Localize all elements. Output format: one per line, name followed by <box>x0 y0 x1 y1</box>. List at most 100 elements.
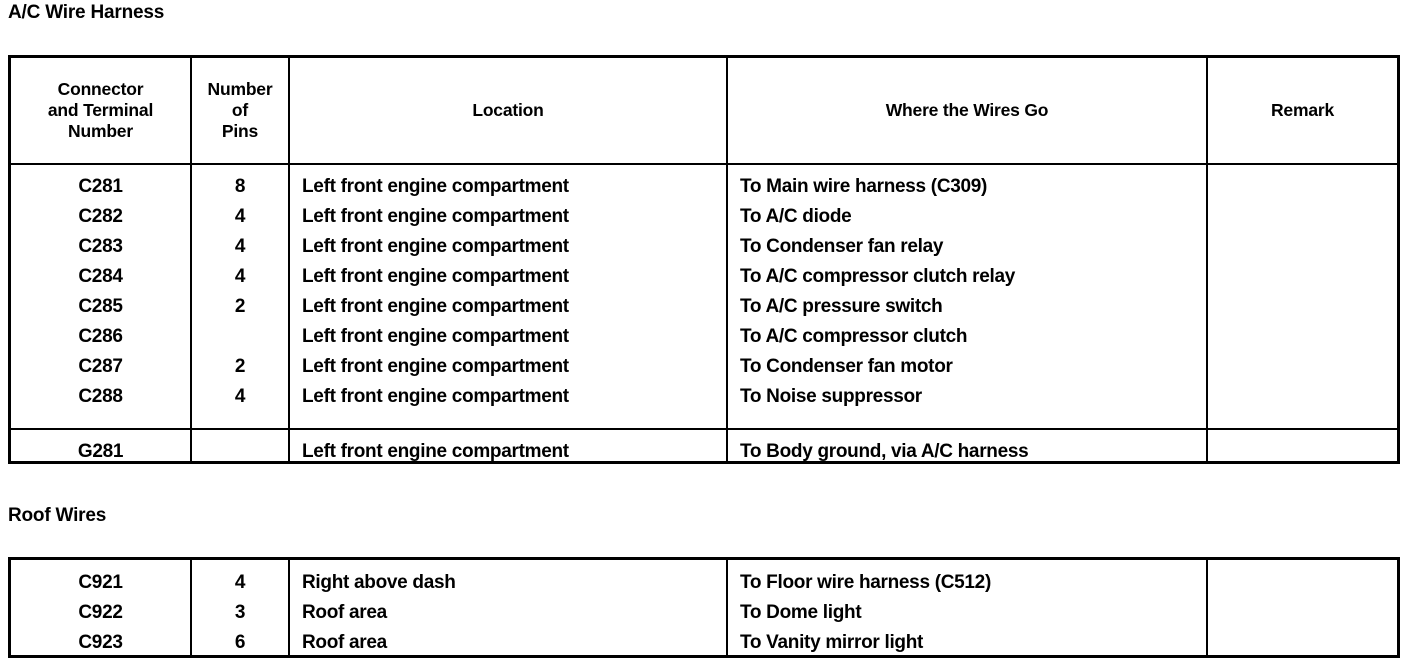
column-header-remark: Remark <box>1270 100 1334 120</box>
ground-row-connector-number: G281 <box>11 437 190 467</box>
cell-connector-number: C922 <box>78 602 123 623</box>
column-divider-pins <box>288 58 290 461</box>
cell-where-the-wires-go: To Vanity mirror light <box>740 632 924 653</box>
column-header-connector-line3: Number <box>68 121 133 141</box>
column-header-pins-line1: Number <box>207 79 273 99</box>
cell-location: Right above dash <box>302 572 456 593</box>
cell-where-the-wires-go: To A/C compressor clutch relay <box>740 266 1016 287</box>
cell-connector-number: C921 <box>78 572 123 593</box>
cell-remark <box>1218 322 1397 352</box>
cell-connector-number: C281 <box>78 176 123 197</box>
column-divider-connector <box>190 58 192 461</box>
cell-location: Left front engine compartment <box>302 356 569 377</box>
cell-connector-number: C288 <box>78 386 123 407</box>
cell-connector-number: C283 <box>78 236 123 257</box>
ground-row-remark <box>1218 437 1397 467</box>
cell-remark <box>1218 352 1397 382</box>
cell-where-the-wires-go: To Condenser fan motor <box>740 356 953 377</box>
cell-connector-number: C285 <box>78 296 123 317</box>
cell-number-of-pins <box>192 437 288 467</box>
cell-where-the-wires-go: To Condenser fan relay <box>740 236 944 257</box>
cell-where-the-wires-go: To A/C diode <box>740 206 852 227</box>
cell-connector-number: C286 <box>78 326 123 347</box>
cell-remark <box>1218 628 1397 658</box>
cell-location: Left front engine compartment <box>302 441 569 462</box>
header-separator <box>11 163 1397 165</box>
cell-where-the-wires-go: To A/C compressor clutch <box>740 326 968 347</box>
column-header-pins-line3: Pins <box>221 121 259 141</box>
cell-number-of-pins: 4 <box>234 236 246 257</box>
cell-location: Left front engine compartment <box>302 206 569 227</box>
cell-remark <box>1218 568 1397 598</box>
cell-number-of-pins: 4 <box>234 206 246 227</box>
roof-column-body-where-the-wires-go: To Floor wire harness (C512) To Dome ligh… <box>740 568 1206 658</box>
cell-connector-number: C282 <box>78 206 123 227</box>
cell-remark <box>1218 262 1397 292</box>
cell-where-the-wires-go: To Floor wire harness (C512) <box>740 572 991 593</box>
cell-connector-number: G281 <box>77 441 124 462</box>
cell-connector-number: C287 <box>78 356 123 377</box>
cell-where-the-wires-go: To Dome light <box>740 602 862 623</box>
roof-column-body-number-of-pins: 4 3 6 <box>192 568 288 658</box>
table-ac-wire-harness: Connector and Terminal Number Number of … <box>8 55 1400 464</box>
cell-remark <box>1218 598 1397 628</box>
cell-number-of-pins: 3 <box>234 602 246 623</box>
column-body-remark <box>1218 172 1397 412</box>
column-header-connector-line2: and Terminal <box>47 100 154 120</box>
column-header-where-the-wires-go: Where the Wires Go <box>885 100 1049 120</box>
section-title-ac-wire-harness: A/C Wire Harness <box>8 2 165 23</box>
cell-number-of-pins: 2 <box>234 296 246 317</box>
column-header-number-of-pins: Number of Pins <box>192 58 288 163</box>
cell-remark <box>1218 292 1397 322</box>
cell-location: Left front engine compartment <box>302 386 569 407</box>
ground-row-location: Left front engine compartment <box>302 437 726 467</box>
ground-row-separator <box>11 428 1397 430</box>
cell-number-of-pins: 2 <box>234 356 246 377</box>
column-body-number-of-pins: 8 4 4 4 2 2 4 <box>192 172 288 412</box>
column-header-location: Location <box>472 100 544 120</box>
cell-connector-number: C284 <box>78 266 123 287</box>
cell-remark <box>1218 382 1397 412</box>
cell-number-of-pins: 4 <box>234 266 246 287</box>
roof-column-divider-connector <box>190 560 192 655</box>
cell-number-of-pins <box>192 322 288 352</box>
cell-remark <box>1218 202 1397 232</box>
cell-number-of-pins: 6 <box>234 632 246 653</box>
cell-location: Left front engine compartment <box>302 326 569 347</box>
cell-number-of-pins: 4 <box>234 572 246 593</box>
roof-column-divider-location <box>726 560 728 655</box>
cell-number-of-pins: 4 <box>234 386 246 407</box>
ground-row-where-the-wires-go: To Body ground, via A/C harness <box>740 437 1206 467</box>
column-header-connector-number: Connector and Terminal Number <box>11 58 190 163</box>
cell-location: Left front engine compartment <box>302 266 569 287</box>
cell-remark <box>1218 232 1397 262</box>
column-header-connector-line1: Connector <box>57 79 144 99</box>
cell-where-the-wires-go: To Body ground, via A/C harness <box>740 441 1029 462</box>
cell-number-of-pins: 8 <box>234 176 246 197</box>
cell-remark <box>1218 437 1397 467</box>
cell-connector-number: C923 <box>78 632 123 653</box>
column-header-pins-line2: of <box>231 100 249 120</box>
column-divider-where <box>1206 58 1208 461</box>
column-divider-location <box>726 58 728 461</box>
roof-column-divider-where <box>1206 560 1208 655</box>
cell-location: Roof area <box>302 602 387 623</box>
section-title-roof-wires: Roof Wires <box>8 505 107 526</box>
cell-location: Roof area <box>302 632 387 653</box>
roof-column-divider-pins <box>288 560 290 655</box>
cell-remark <box>1218 172 1397 202</box>
cell-location: Left front engine compartment <box>302 236 569 257</box>
cell-location: Left front engine compartment <box>302 176 569 197</box>
roof-column-body-remark <box>1218 568 1397 658</box>
cell-where-the-wires-go: To Noise suppressor <box>740 386 922 407</box>
cell-where-the-wires-go: To A/C pressure switch <box>740 296 943 317</box>
cell-location: Left front engine compartment <box>302 296 569 317</box>
cell-where-the-wires-go: To Main wire harness (C309) <box>740 176 988 197</box>
